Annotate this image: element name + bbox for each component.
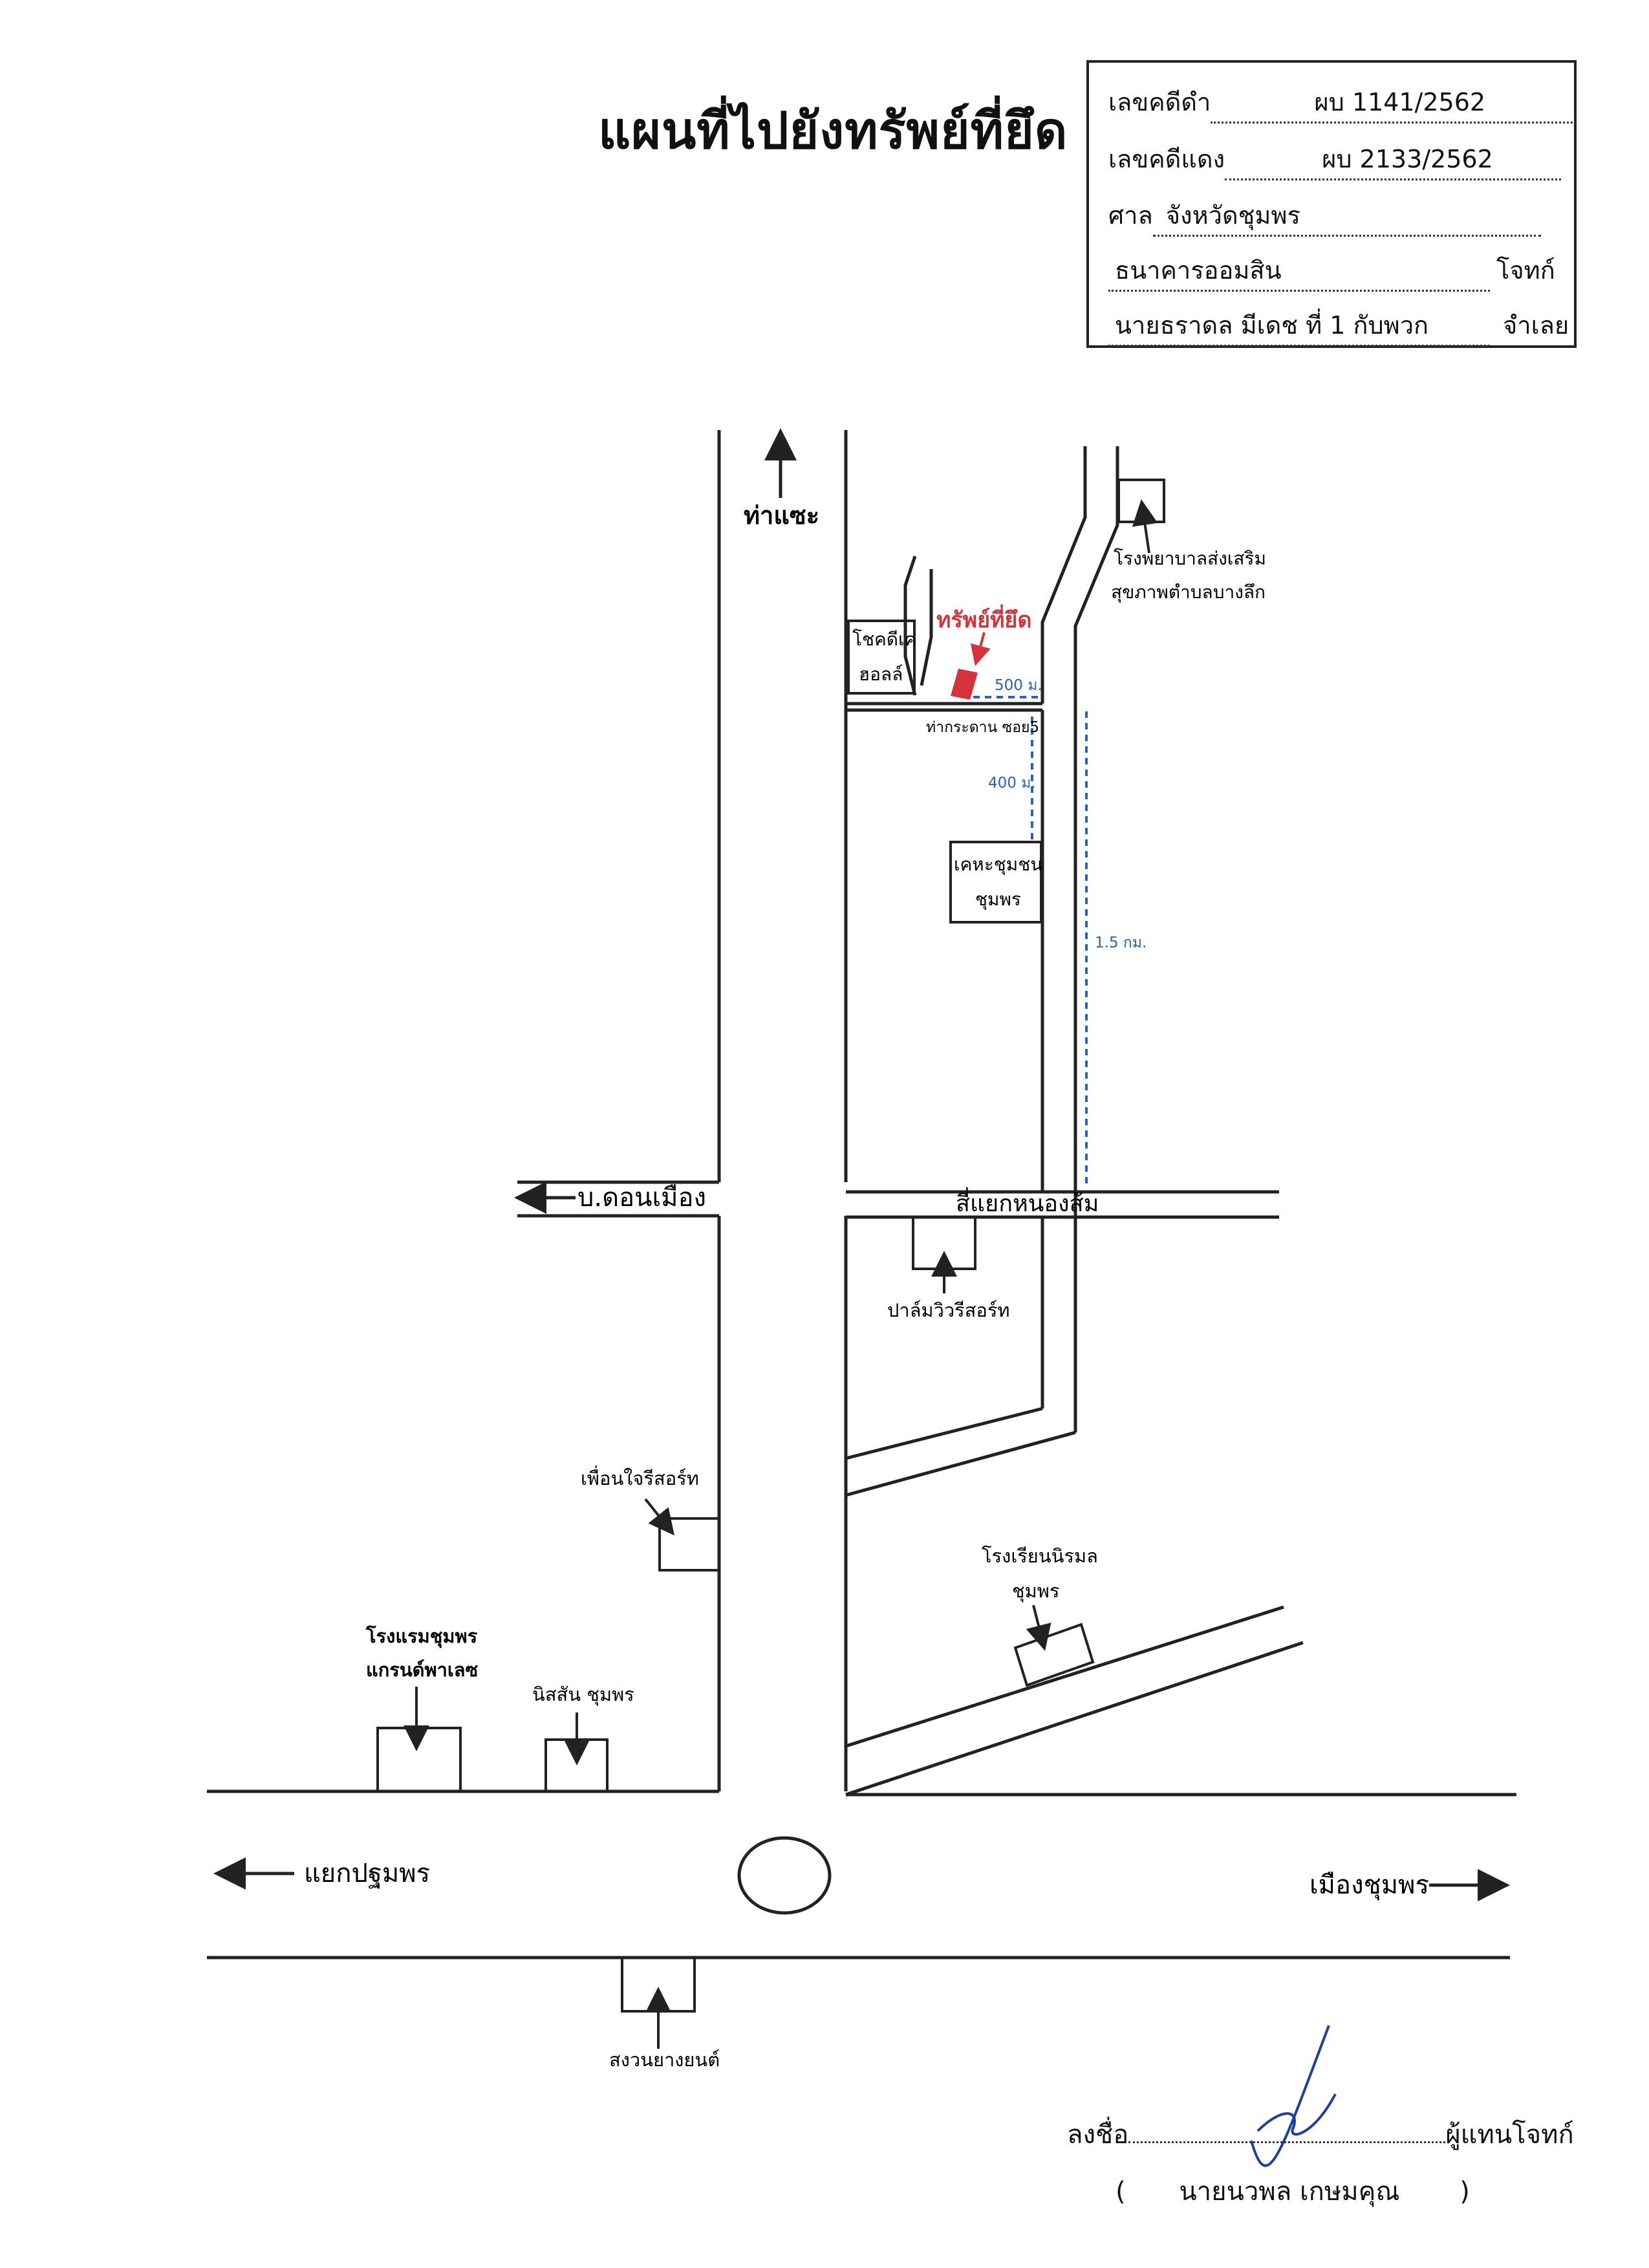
hall-label-line1: โชคดีเค (852, 629, 916, 650)
signature-dots (1128, 2141, 1446, 2143)
friend-resort-box (658, 1517, 720, 1571)
hospital-label-line2: สุขภาพตำบลบางลึก (1111, 581, 1266, 603)
signature-close-paren: ) (1460, 2177, 1470, 2207)
hall-label-line2: ฮอลล์ (859, 664, 903, 685)
signature-open-paren: ( (1116, 2177, 1126, 2207)
plaintiff-name: ธนาคารออมสิน (1108, 250, 1490, 292)
hotel-box (376, 1727, 462, 1793)
school-arrow (1026, 1604, 1051, 1651)
hospital-label-line1: โรงพยาบาลส่งเสริม (1114, 548, 1266, 569)
diagonal-road-2-south (845, 1641, 1304, 1797)
defendant-row: นายธราดล มีเดช ที่ 1 กับพวก จำเลย (1108, 305, 1569, 347)
diagonal-road-north (845, 1431, 1076, 1497)
roundabout (737, 1836, 832, 1915)
east-road-west-edge (1040, 446, 1087, 704)
distance-label-1-5km: 1.5 กม. (1095, 934, 1147, 951)
seized-property-label: ทรัพย์ที่ยึด (936, 604, 1031, 633)
school-box (1013, 1623, 1095, 1687)
label-pathomporn: แยกปฐมพร (304, 1859, 430, 1889)
plaintiff-label: โจทก์ (1496, 256, 1555, 285)
housing-label-line1: เคหะชุมชน (954, 854, 1042, 876)
signature-name-line: ( นายนวพล เกษมคุณ ) (1116, 2170, 1470, 2212)
signature-stroke-1 (1250, 2025, 1330, 2167)
court-name: จังหวัดชุมพร (1152, 195, 1541, 237)
black-case-row: เลขคดีดำผบ 1141/2562 (1108, 82, 1573, 124)
hall-box (847, 620, 916, 695)
black-case-label: เลขคดีดำ (1108, 88, 1211, 116)
palm-resort-label: ปาล์มวิวรีสอร์ท (887, 1299, 1010, 1321)
red-case-row: เลขคดีแดงผบ 2133/2562 (1108, 139, 1562, 180)
label-tha-sae: ท่าแซะ (744, 501, 819, 530)
landmark-arrows (404, 499, 1158, 2049)
hospital-arrow (1132, 499, 1158, 554)
housing-label-line2: ชุมพร (975, 889, 1021, 911)
hotel-label-line2: แกรนด์พาเลซ (366, 1659, 478, 1681)
school-label-line1: โรงเรียนนิรมล (982, 1545, 1098, 1567)
defendant-name: นายธราดล มีเดช ที่ 1 กับพวก (1108, 305, 1490, 347)
court-row: ศาลจังหวัดชุมพร (1108, 195, 1541, 237)
diagonal-road-2-north (845, 1605, 1284, 1748)
label-don-mueang: บ.ดอนเมือง (577, 1183, 706, 1213)
signature-scribble (1250, 2025, 1337, 2167)
signature-name: นายนวพล เกษมคุณ (1179, 2177, 1400, 2207)
side-road-west (920, 569, 933, 686)
roads (207, 430, 1516, 1960)
label-mueang-chumphon: เมืองชุมพร (1310, 1870, 1429, 1901)
diagonal-block-edge (845, 1407, 1043, 1460)
landmark-boxes (376, 479, 1165, 2013)
distance-label-500m: 500 ม. (995, 677, 1042, 694)
signature-label: ลงชื่อ (1067, 2120, 1129, 2150)
school-label-line2: ชุมพร (1012, 1580, 1060, 1603)
court-label: ศาล (1108, 201, 1153, 230)
rubber-label: สงวนยางยนต์ (609, 2049, 720, 2071)
nissan-label: นิสสัน ชุมพร (532, 1683, 634, 1706)
defendant-label: จำเลย (1503, 311, 1569, 340)
red-case-label: เลขคดีแดง (1108, 145, 1225, 173)
seized-property-arrow (970, 632, 991, 666)
plaintiff-row: ธนาคารออมสิน โจทก์ (1108, 250, 1555, 292)
direction-arrows (213, 428, 1510, 1901)
signature-stroke-2 (1256, 2093, 1337, 2136)
case-info-box: เลขคดีดำผบ 1141/2562 เลขคดีแดงผบ 2133/25… (1086, 60, 1577, 348)
hospital-box (1117, 479, 1165, 523)
document-title: แผนที่ไปยังทรัพย์ที่ยึด (598, 102, 1068, 160)
label-intersection: สี่แยกหนองส้ม (956, 1187, 1099, 1217)
signature-role: ผู้แทนโจทก์ (1445, 2120, 1574, 2150)
distance-label-400m: 400 ม. (988, 775, 1036, 792)
seized-property-marker (951, 669, 978, 700)
hotel-label-line1: โรงแรมชุมพร (365, 1625, 478, 1648)
friend-resort-arrow (644, 1498, 674, 1536)
label-soi-5: ท่ากระดาน ซอย5 (926, 719, 1039, 736)
friend-resort-label: เพื่อนใจรีสอร์ท (581, 1465, 699, 1489)
black-case-number: ผบ 1141/2562 (1211, 82, 1573, 124)
signature-line: ลงชื่อ ผู้แทนโจทก์ (1067, 2113, 1574, 2155)
housing-box (949, 841, 1042, 923)
red-case-number: ผบ 2133/2562 (1225, 139, 1562, 180)
distance-lines (973, 696, 1088, 1185)
